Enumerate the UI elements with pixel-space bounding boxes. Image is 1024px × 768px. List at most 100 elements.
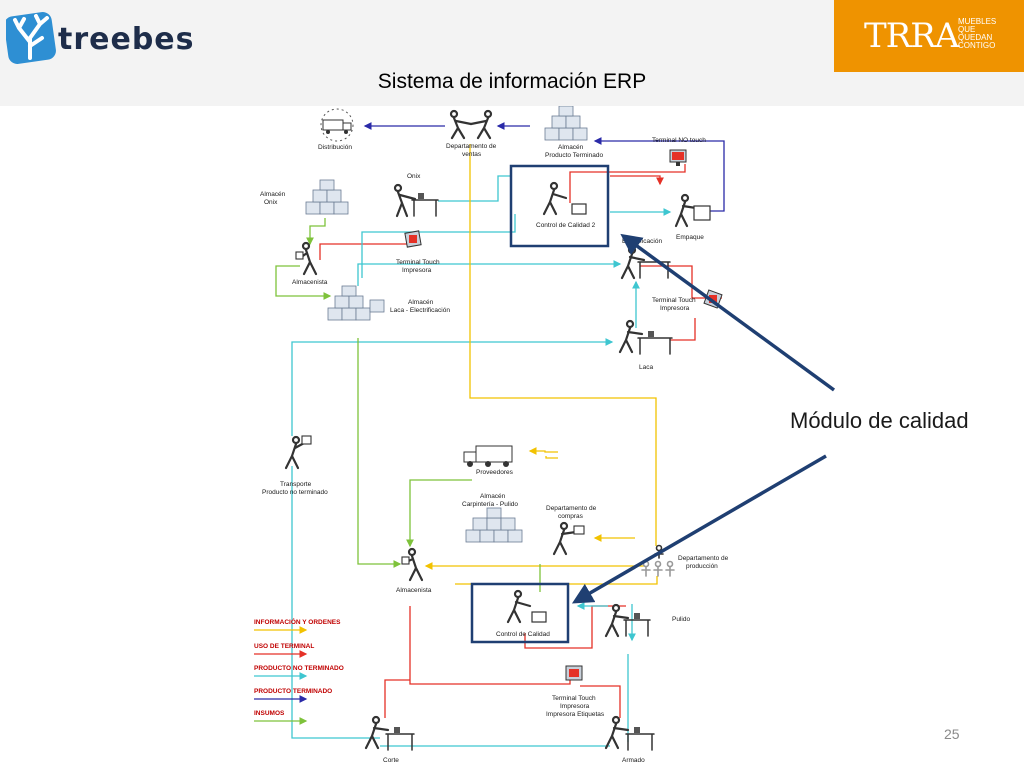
flow-lines-insumos: [275, 218, 541, 592]
almacen-onix-boxes-icon: [305, 179, 349, 215]
treebes-tree-icon: [6, 12, 56, 64]
flow-line: [545, 456, 558, 459]
node-label: Terminal Touch: [396, 259, 440, 266]
callout-label: Módulo de calidad: [790, 408, 969, 433]
brand-tagline-line: CONTIGO: [958, 41, 996, 50]
flow-line: [275, 265, 332, 300]
node-label: Transporte: [280, 481, 312, 488]
transporte-worker-icon: [284, 435, 312, 470]
ventas-handshake-icon: [449, 109, 493, 140]
brand-tagline-line: QUE: [958, 25, 976, 34]
node-label: Departamento de: [446, 143, 497, 150]
distribucion-truck-icon: [320, 108, 354, 142]
node-label: Distribución: [318, 144, 352, 151]
almacen-carpinteria-boxes-icon: [465, 507, 523, 543]
treebes-logo-text: treebes: [58, 22, 195, 57]
terminal-monitor-icon: [669, 149, 687, 166]
almacen-terminado-boxes-icon: [544, 106, 588, 141]
almacen-laca-boxes-icon: [327, 285, 385, 321]
brand-mark: TRRA: [864, 16, 959, 56]
almacenista-top-worker-icon: [295, 241, 318, 276]
node-label: Impresora: [402, 267, 432, 274]
control-calidad-2-highlight-box: [509, 164, 610, 248]
electrificacion-worker-icon: [620, 245, 671, 280]
almacenista-bottom-worker-icon: [401, 547, 424, 582]
node-label: Almacén: [260, 191, 286, 198]
brand-tagline-line: QUEDAN: [958, 33, 993, 42]
flow-line: [569, 164, 686, 203]
flow-line: [291, 338, 614, 436]
control-calidad-highlight-box: [470, 582, 570, 644]
brand-tagline-line: MUEBLES: [958, 17, 997, 26]
flow-line: [306, 218, 326, 246]
node-label: Laca: [639, 364, 653, 371]
node-label: Terminal Touch: [552, 695, 596, 702]
empaque-worker-icon: [674, 193, 711, 228]
legend-label: PRODUCTO TERMINADO: [254, 688, 332, 695]
brand-tagline: MUEBLES QUE QUEDAN CONTIGO: [958, 18, 996, 50]
node-label: Producto Terminado: [545, 152, 603, 159]
flow-line: [438, 175, 510, 202]
node-label: ventas: [462, 151, 482, 158]
node-label: Pulido: [672, 616, 690, 623]
node-label: Armado: [622, 757, 645, 764]
node-label: Almacén: [558, 144, 584, 151]
node-label: Empaque: [676, 234, 704, 241]
flow-lines-producto-terminado: [363, 122, 725, 212]
erp-flow-diagram: Distribución Departamento de ventas Alma…: [254, 106, 729, 764]
produccion-team-icon: [641, 544, 675, 577]
node-label: Electrificación: [622, 238, 662, 245]
legend-label: PRODUCTO NO TERMINADO: [254, 665, 344, 672]
flow-line: [291, 466, 380, 739]
node-label: Control de Calidad: [496, 631, 550, 638]
node-label: compras: [558, 513, 584, 520]
node-label: Almacenista: [292, 279, 328, 286]
trra-brand-logo: TRRA MUEBLES QUE QUEDAN CONTIGO: [834, 0, 1024, 72]
flow-lines-producto-no-terminado: [291, 175, 672, 747]
node-label: Proveedores: [476, 469, 514, 476]
legend-label: USO DE TERMINAL: [254, 643, 314, 650]
node-label: Terminal Touch: [652, 297, 696, 304]
page-number: 25: [944, 726, 960, 742]
node-label: producción: [686, 563, 718, 570]
flow-line: [361, 214, 516, 278]
flow-line: [580, 685, 621, 718]
flow-lines-informacion: [424, 144, 658, 585]
legend-label: INSUMOS: [254, 710, 285, 717]
legend-label: INFORMACIÓN Y ORDENES: [254, 617, 341, 626]
terminal-touch-1-icon: [404, 230, 422, 248]
pulido-worker-icon: [604, 603, 651, 638]
flow-line: [357, 338, 402, 568]
terminal-touch-2-icon: [703, 289, 723, 309]
corte-worker-icon: [364, 715, 415, 751]
flow-line: [406, 479, 472, 548]
proveedores-truck-icon: [463, 445, 513, 467]
node-label: Onix: [407, 173, 421, 180]
flow-line: [528, 447, 558, 455]
node-label: Impresora: [560, 703, 590, 710]
node-label: Terminal NO touch: [652, 137, 706, 144]
laca-worker-icon: [618, 319, 673, 355]
slide-title: Sistema de información ERP: [377, 70, 647, 93]
flow-line: [357, 260, 622, 286]
node-label: Departamento de: [678, 555, 729, 562]
terminal-touch-3-icon: [565, 665, 583, 681]
control-calidad-2-inspector-icon: [542, 181, 587, 216]
node-label: Impresora Etiquetas: [546, 711, 605, 718]
node-label: Control de Calidad 2: [536, 222, 596, 229]
onix-worker-icon: [393, 183, 439, 218]
flow-line: [610, 175, 664, 186]
slide-header: treebes TRRA MUEBLES QUE QUEDAN CONTIGO …: [0, 0, 1024, 106]
node-label: Impresora: [660, 305, 690, 312]
flow-line: [384, 679, 410, 718]
flow-line: [319, 234, 409, 260]
compras-worker-icon: [552, 521, 585, 556]
flow-line: [593, 137, 725, 212]
armado-worker-icon: [604, 715, 655, 751]
node-label: Producto no terminado: [262, 489, 328, 496]
node-label: Departamento de: [546, 505, 597, 512]
node-label: Almacén: [408, 299, 434, 306]
node-label: Almacén: [480, 493, 506, 500]
diagram-legend: INFORMACIÓN Y ORDENES USO DE TERMINAL PR…: [254, 617, 344, 725]
node-label: Onix: [264, 199, 278, 206]
